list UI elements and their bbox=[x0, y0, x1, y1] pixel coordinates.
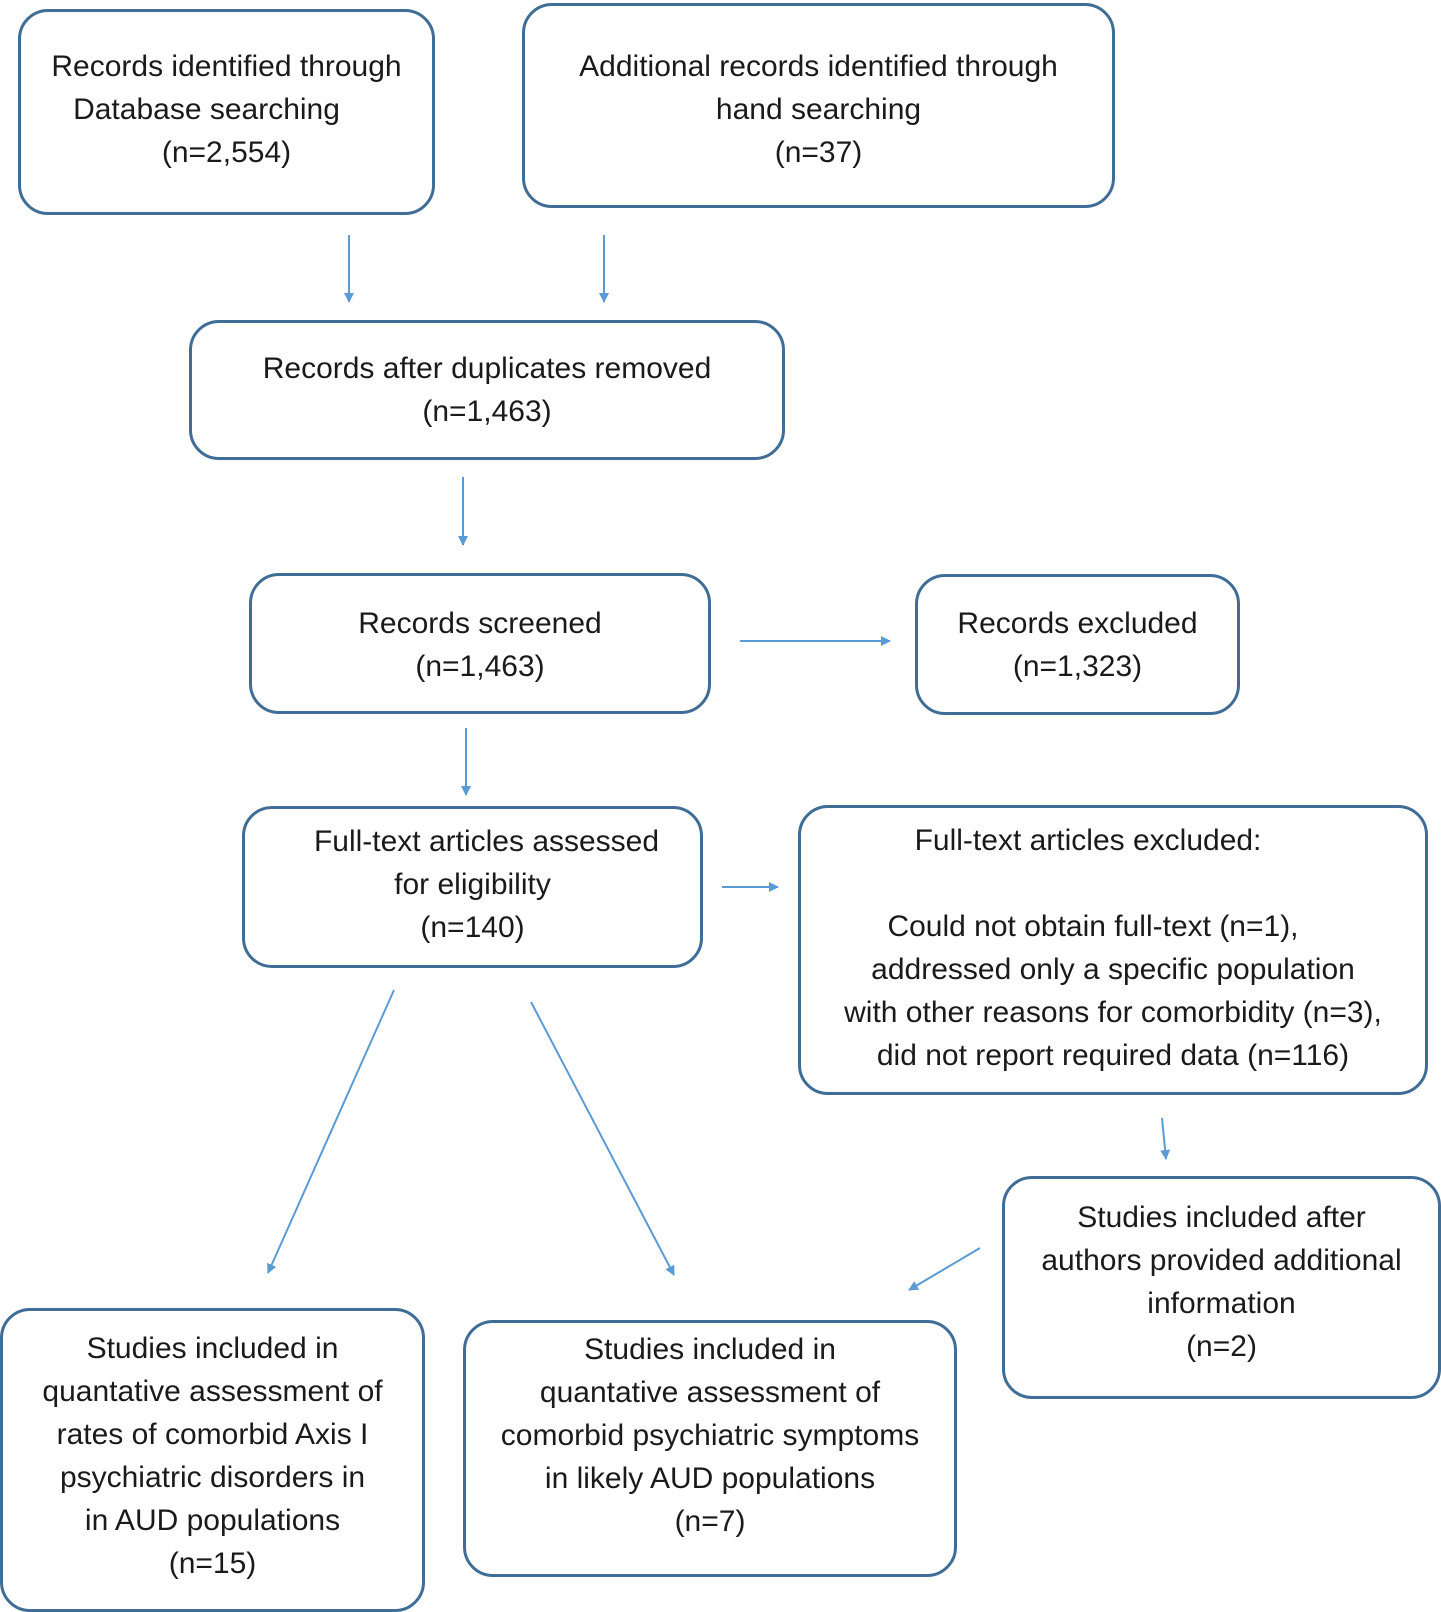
fulltext-excluded-line-1: Could not obtain full-text (n=1), bbox=[887, 910, 1299, 943]
arrow-fulltext-to-axis-disorders bbox=[267, 989, 395, 1274]
fulltext-line-2: for eligibility bbox=[394, 868, 551, 901]
fulltext-line-1: Full-text articles assessed bbox=[313, 825, 660, 858]
arrow-authors-to-symptoms bbox=[908, 1247, 981, 1291]
box-fulltext-excluded: Full-text articles excluded: Could not o… bbox=[798, 805, 1428, 1095]
symptoms-line-4: in likely AUD populations bbox=[544, 1462, 876, 1495]
symptoms-count: (n=7) bbox=[674, 1505, 746, 1538]
authors-info-line-1: Studies included after bbox=[1077, 1201, 1366, 1234]
box-hand-search: Additional records identified through ha… bbox=[522, 3, 1115, 208]
symptoms-line-3: comorbid psychiatric symptoms bbox=[500, 1419, 920, 1452]
fulltext-excluded-line-3: with other reasons for comorbidity (n=3)… bbox=[844, 996, 1382, 1029]
authors-info-line-2: authors provided additional bbox=[1041, 1244, 1402, 1277]
screened-line-1: Records screened bbox=[358, 607, 602, 640]
hand-search-count: (n=37) bbox=[774, 136, 863, 169]
axis-disorders-line-3: rates of comorbid Axis I bbox=[56, 1418, 369, 1451]
fulltext-count: (n=140) bbox=[420, 911, 525, 944]
box-fulltext: Full-text articles assessed for eligibil… bbox=[242, 806, 703, 968]
authors-info-count: (n=2) bbox=[1186, 1330, 1257, 1363]
excluded-count: (n=1,323) bbox=[1012, 650, 1143, 683]
dedup-line-1: Records after duplicates removed bbox=[262, 352, 712, 385]
box-db-search: Records identified through Database sear… bbox=[18, 9, 435, 215]
box-authors-info: Studies included after authors provided … bbox=[1002, 1176, 1441, 1399]
db-search-line-1: Records identified through bbox=[51, 50, 402, 83]
fulltext-excluded-line-2: addressed only a specific population bbox=[871, 953, 1355, 986]
hand-search-line-1: Additional records identified through bbox=[579, 50, 1058, 83]
box-screened: Records screened (n=1,463) bbox=[249, 573, 711, 714]
box-dedup: Records after duplicates removed (n=1,46… bbox=[189, 320, 785, 460]
symptoms-line-1: Studies included in bbox=[584, 1333, 836, 1366]
fulltext-excluded-line-4: did not report required data (n=116) bbox=[876, 1039, 1350, 1072]
axis-disorders-line-1: Studies included in bbox=[86, 1332, 339, 1365]
dedup-count: (n=1,463) bbox=[422, 395, 552, 428]
axis-disorders-line-4: psychiatric disorders in bbox=[59, 1461, 366, 1494]
db-search-count: (n=2,554) bbox=[161, 136, 292, 169]
box-symptoms: Studies included in quantative assessmen… bbox=[463, 1320, 957, 1577]
hand-search-line-2: hand searching bbox=[715, 93, 922, 126]
excluded-line-1: Records excluded bbox=[957, 607, 1198, 640]
db-search-line-2: Database searching bbox=[73, 93, 340, 126]
screened-count: (n=1,463) bbox=[415, 650, 545, 683]
authors-info-line-3: information bbox=[1147, 1287, 1296, 1320]
arrow-fulltext-excluded-to-authors bbox=[1160, 1117, 1171, 1160]
box-axis-disorders: Studies included in quantative assessmen… bbox=[0, 1308, 425, 1612]
fulltext-excluded-heading: Full-text articles excluded: bbox=[914, 824, 1262, 857]
box-records-excluded: Records excluded (n=1,323) bbox=[915, 574, 1240, 715]
axis-disorders-line-2: quantative assessment of bbox=[42, 1375, 383, 1408]
axis-disorders-count: (n=15) bbox=[168, 1547, 257, 1580]
axis-disorders-line-5: in AUD populations bbox=[84, 1504, 341, 1537]
symptoms-line-2: quantative assessment of bbox=[539, 1376, 881, 1409]
arrow-fulltext-to-symptoms bbox=[530, 1001, 675, 1276]
fulltext-excluded-spacer bbox=[801, 862, 1425, 905]
